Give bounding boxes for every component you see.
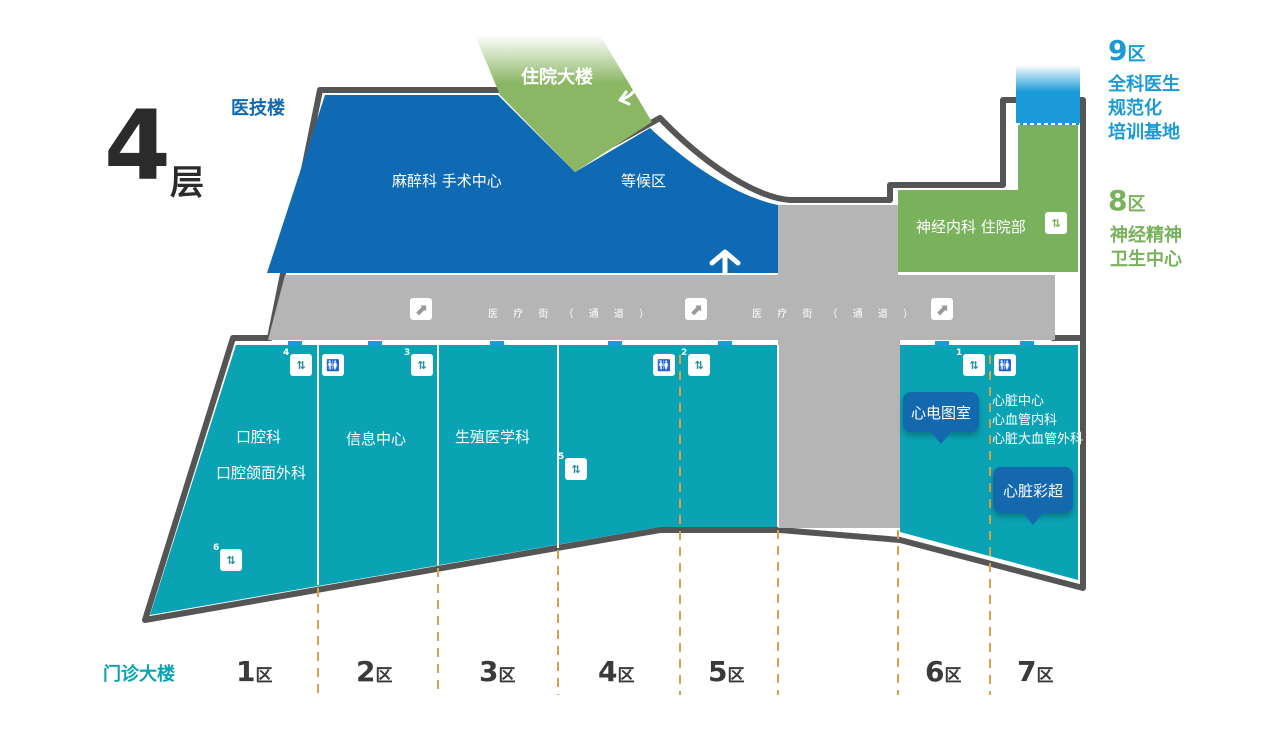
zone-9-line: 培训基地 xyxy=(1108,122,1180,143)
label-inpatient: 住院大楼 xyxy=(521,67,593,88)
room-neuro: 神经内科 住院部 xyxy=(916,218,1026,236)
restroom-icon: 🚻 xyxy=(653,354,675,376)
outpatient-left-block xyxy=(150,345,778,615)
zone-9-line: 全科医生 xyxy=(1108,74,1180,95)
zone-8-heading: 8区 xyxy=(1108,184,1146,217)
curved-arrow-icon xyxy=(618,70,642,106)
elevator-icon: 6⇅ xyxy=(213,543,242,571)
medical-street-label: 医 疗 街 （ 通 道 ） xyxy=(488,309,656,320)
elevator-icon: 4⇅ xyxy=(283,348,312,376)
medical-street-label: 医 疗 街 （ 通 道 ） xyxy=(752,309,920,320)
room-anesthesia: 麻醉科 手术中心 xyxy=(392,172,502,190)
room-cardio-surgery: 心脏大血管外科 xyxy=(992,432,1084,447)
zone-9-line: 规范化 xyxy=(1108,98,1162,119)
room-waiting: 等候区 xyxy=(621,172,667,190)
elevator-icon: ⇅ xyxy=(1045,212,1067,234)
zone-8-line: 卫生中心 xyxy=(1110,249,1182,270)
escalator-icon: ⬈ xyxy=(685,298,707,320)
floor-number: 4 xyxy=(104,90,171,202)
room-cardiology: 心血管内科 xyxy=(992,413,1058,428)
room-ecg: 心电图室 xyxy=(910,403,971,422)
restroom-icon: 🚻 xyxy=(994,354,1016,376)
label-medical-tech: 医技楼 xyxy=(231,98,285,119)
room-reproductive: 生殖医学科 xyxy=(455,428,531,446)
room-echo-bubble[interactable]: 心脏彩超 xyxy=(993,467,1073,525)
zone-label-5: 5区 xyxy=(708,655,745,688)
medical-tech-block xyxy=(267,95,778,273)
corridor-area xyxy=(268,275,1055,528)
escalator-icon: ⬈ xyxy=(410,298,432,320)
zone-9-heading: 9区 xyxy=(1108,34,1146,67)
zone-label-7: 7区 xyxy=(1017,655,1054,688)
corridor-upper xyxy=(778,205,898,275)
label-outpatient: 门诊大楼 xyxy=(103,664,175,685)
room-heart-center: 心脏中心 xyxy=(992,394,1045,409)
elevator-icon: 5⇅ xyxy=(558,452,587,480)
elevator-icon: 3⇅ xyxy=(404,348,433,376)
zone-dividers xyxy=(317,355,991,695)
elevator-icon: 1⇅ xyxy=(956,348,985,376)
room-info-center: 信息中心 xyxy=(346,430,407,448)
zone-label-4: 4区 xyxy=(598,655,635,688)
escalator-icon: ⬈ xyxy=(931,298,953,320)
floor-unit: 层 xyxy=(170,163,204,203)
restroom-icon: 🚻 xyxy=(322,354,344,376)
elevator-icon: 2⇅ xyxy=(681,348,710,376)
room-ecg-bubble[interactable]: 心电图室 xyxy=(903,392,979,444)
zone-label-2: 2区 xyxy=(356,655,393,688)
up-arrow-icon xyxy=(709,249,741,275)
zone-label-6: 6区 xyxy=(925,655,962,688)
room-echo: 心脏彩超 xyxy=(1002,481,1063,500)
zone-label-3: 3区 xyxy=(479,655,516,688)
inpatient-block xyxy=(475,35,652,172)
zone-8-block xyxy=(898,125,1078,272)
zone-9-block xyxy=(1016,65,1080,125)
door-marks xyxy=(288,341,1034,346)
room-stomatology: 口腔科 xyxy=(236,428,282,446)
room-oral-surgery: 口腔颌面外科 xyxy=(216,464,307,482)
zone-8-line: 神经精神 xyxy=(1110,225,1182,246)
zone-label-1: 1区 xyxy=(236,655,273,688)
building-outline xyxy=(142,87,1086,623)
